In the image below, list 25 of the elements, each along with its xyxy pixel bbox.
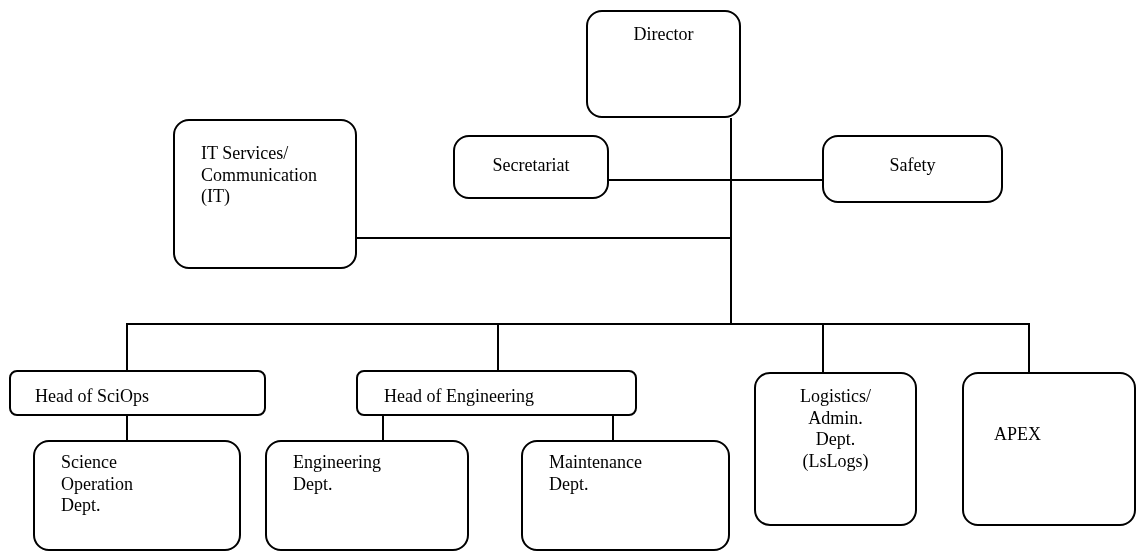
- role-box: [356, 370, 637, 416]
- unit-label: Head of Engineering: [384, 386, 535, 408]
- org-box: [962, 372, 1136, 526]
- org-box: [521, 440, 730, 551]
- org-box: [822, 135, 1003, 203]
- connector-line: [612, 415, 614, 441]
- unit-label: Logistics/ Admin. Dept. (LsLogs): [799, 386, 872, 473]
- org-box: [586, 10, 741, 118]
- org-box: [754, 372, 917, 526]
- connector-line: [382, 415, 384, 441]
- connector-line: [126, 415, 128, 441]
- role-box: [9, 370, 266, 416]
- unit-label: IT Services/ Communication (IT): [201, 143, 316, 208]
- org-box: [173, 119, 357, 269]
- unit-label: Science Operation Dept.: [61, 452, 134, 517]
- unit-label: APEX: [994, 424, 1042, 446]
- org-box: [33, 440, 241, 551]
- unit-label: Head of SciOps: [35, 386, 150, 408]
- unit-label: Secretariat: [491, 155, 571, 177]
- org-box: [453, 135, 609, 199]
- org-box: [265, 440, 469, 551]
- unit-label: Director: [632, 24, 695, 46]
- unit-label: Safety: [888, 155, 937, 177]
- unit-label: Engineering Dept.: [293, 452, 382, 496]
- unit-label: Maintenance Dept.: [549, 452, 643, 496]
